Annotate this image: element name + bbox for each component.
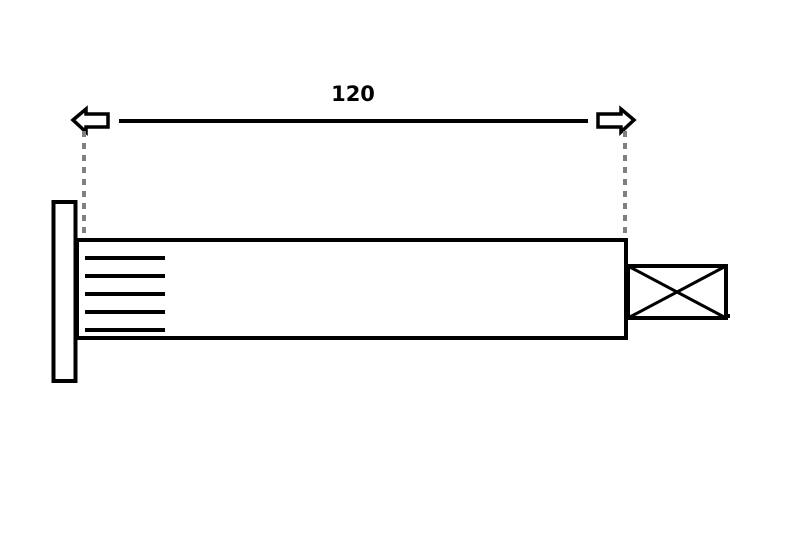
- left-arrow-icon: [70, 105, 110, 136]
- right-arrow-icon: [596, 105, 637, 136]
- syringe-flange: [51, 200, 78, 383]
- nozzle-cross-line: [627, 264, 727, 320]
- graduation-marks: [85, 256, 165, 332]
- syringe-nozzle: [626, 264, 730, 320]
- dimension-label: 120: [331, 82, 375, 106]
- syringe-barrel: [75, 238, 628, 340]
